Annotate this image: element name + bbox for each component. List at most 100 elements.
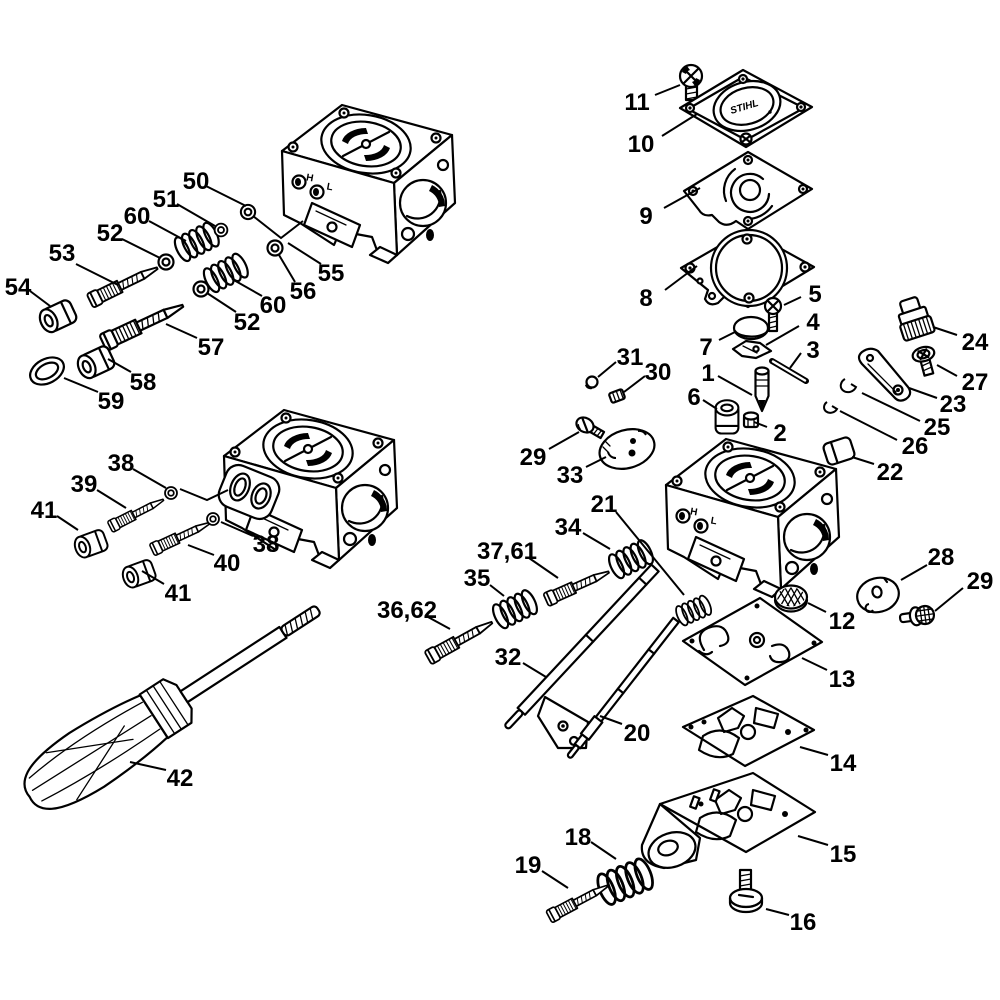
carburetor-body-main [664,437,841,599]
label-27: 27 [962,369,989,396]
part-52-washer-b [192,280,210,298]
label-21: 21 [591,491,618,518]
label-28: 28 [928,544,955,571]
label-12: 12 [829,608,856,635]
part-52-washer-a [157,253,175,271]
label-42: 42 [167,765,194,792]
label-29-b: 29 [967,568,994,595]
part-5-screw [763,296,783,333]
label-33: 33 [557,462,584,489]
part-31-ball [585,375,599,390]
part-29-screw-left [575,416,606,440]
label-39: 39 [71,471,98,498]
label-36-62: 36,62 [377,597,437,624]
label-52-a: 52 [97,220,124,247]
part-16-screw [728,868,764,914]
part-8-gasket [679,228,816,309]
part-42-screwdriver [23,605,321,810]
part-24-plug [897,296,936,342]
label-19: 19 [515,852,542,879]
label-26: 26 [902,433,929,460]
label-57: 57 [198,334,225,361]
label-38-a: 38 [108,450,135,477]
label-5: 5 [808,281,821,308]
part-38-o-ring-b [206,512,220,526]
part-51-washer [213,222,229,238]
label-50: 50 [183,168,210,195]
part-2-nut [742,411,760,429]
part-29-screw-right [898,604,936,627]
label-30: 30 [645,359,672,386]
label-41-b: 41 [165,580,192,607]
label-40: 40 [214,550,241,577]
part-41-cap-a [71,527,111,561]
part-6-spring-sleeve [714,399,740,435]
part-59-o-ring [29,356,65,386]
part-23-choke-lever [857,347,912,402]
part-37-61-screw [542,564,613,608]
part-22-swivel [822,436,856,466]
part-11-cover-screw [678,63,704,102]
part-30-nut [608,388,626,404]
label-18: 18 [565,824,592,851]
part-18-spring [592,855,658,909]
part-25-clip [839,378,858,394]
part-26-clip [823,401,839,414]
part-13-gasket [681,596,824,687]
part-14-gasket [681,694,816,768]
label-13: 13 [829,666,856,693]
part-57-adjusting-screw [98,296,188,353]
carb-rear-ports [217,463,281,521]
leader-lines [29,84,964,916]
label-55: 55 [318,260,345,287]
label-10: 10 [628,131,655,158]
part-27-screw [911,345,936,377]
part-12-inlet-screen [773,584,809,613]
part-38-o-ring-a [164,486,178,500]
part-19-screw [545,879,612,924]
label-4: 4 [806,309,820,336]
part-10-pump-cover: STIHL [678,68,814,149]
label-16: 16 [790,909,817,936]
label-59: 59 [98,388,125,415]
part-4-metering-lever [731,339,773,360]
label-31: 31 [617,344,644,371]
assembly-link-line [252,215,304,240]
label-58: 58 [130,369,157,396]
part-3-lever-pin [769,358,809,384]
label-11: 11 [624,89,649,116]
label-34: 34 [555,514,582,541]
label-7: 7 [699,334,712,361]
label-41-a: 41 [31,497,58,524]
label-54: 54 [5,274,32,301]
part-labels: 50 51 60 52 53 54 55 56 60 52 57 58 59 3… [5,89,994,936]
part-33-valve-plate [598,428,656,470]
part-28-disc [856,576,900,614]
part-1-inlet-needle [754,366,770,413]
carburetor-body-top [280,103,457,265]
label-24: 24 [962,329,989,356]
label-8: 8 [639,285,652,312]
label-32: 32 [495,644,522,671]
label-15: 15 [830,841,857,868]
label-29-a: 29 [520,444,547,471]
assembly-link-line [179,488,229,502]
label-38-b: 38 [253,531,280,558]
label-60-a: 60 [124,203,151,230]
label-51: 51 [153,186,180,213]
label-37-61: 37,61 [477,538,537,565]
label-60-b: 60 [260,292,287,319]
label-56: 56 [290,278,317,305]
label-20: 20 [624,720,651,747]
part-53-adjusting-screw [85,260,162,309]
part-41-cap-b [119,557,159,591]
label-22: 22 [877,459,904,486]
label-35: 35 [464,565,491,592]
label-25: 25 [924,414,951,441]
part-54-cap [35,297,80,337]
label-53: 53 [49,240,76,267]
label-1: 1 [701,360,714,387]
label-52-b: 52 [234,309,261,336]
